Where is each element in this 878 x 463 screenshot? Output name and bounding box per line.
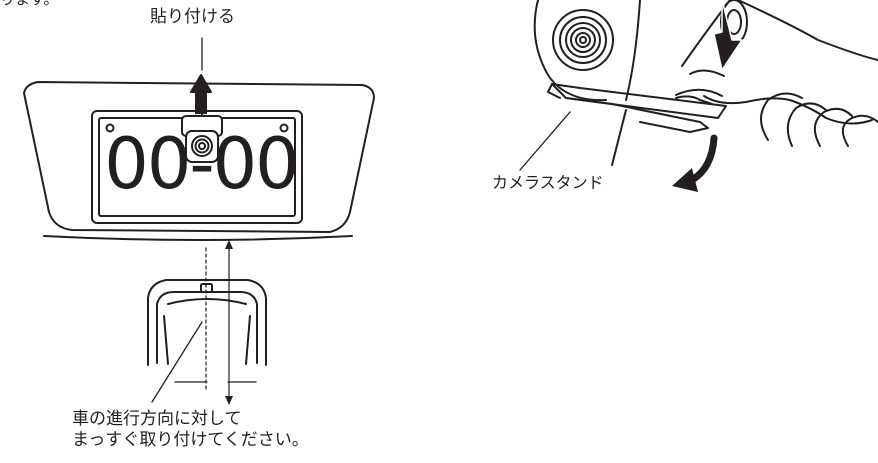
plate-number-text: 00-00 bbox=[104, 123, 299, 205]
top-note-text: ります。 bbox=[0, 0, 59, 8]
direction-double-arrow-icon bbox=[225, 240, 233, 405]
caption-line-1: 車の進行方向に対して bbox=[72, 409, 242, 429]
up-arrow-icon bbox=[190, 74, 212, 114]
car-rear-illustration bbox=[23, 81, 375, 241]
stand-leader-line bbox=[519, 111, 571, 171]
curved-arrow-icon bbox=[672, 134, 718, 192]
attach-label: 貼り付ける bbox=[150, 7, 235, 27]
car-topview-illustration bbox=[147, 279, 267, 383]
down-arrow-icon bbox=[713, 0, 743, 71]
camera-stand-label: カメラスタンド bbox=[492, 173, 604, 192]
hand-illustration bbox=[675, 0, 878, 147]
mounting-instruction-caption: 車の進行方向に対して まっすぐ取り付けてください。 bbox=[72, 409, 309, 451]
caption-line-2: まっすぐ取り付けてください。 bbox=[72, 430, 309, 450]
caption-leader-line bbox=[151, 321, 203, 403]
camera-stand-illustration bbox=[547, 83, 727, 166]
